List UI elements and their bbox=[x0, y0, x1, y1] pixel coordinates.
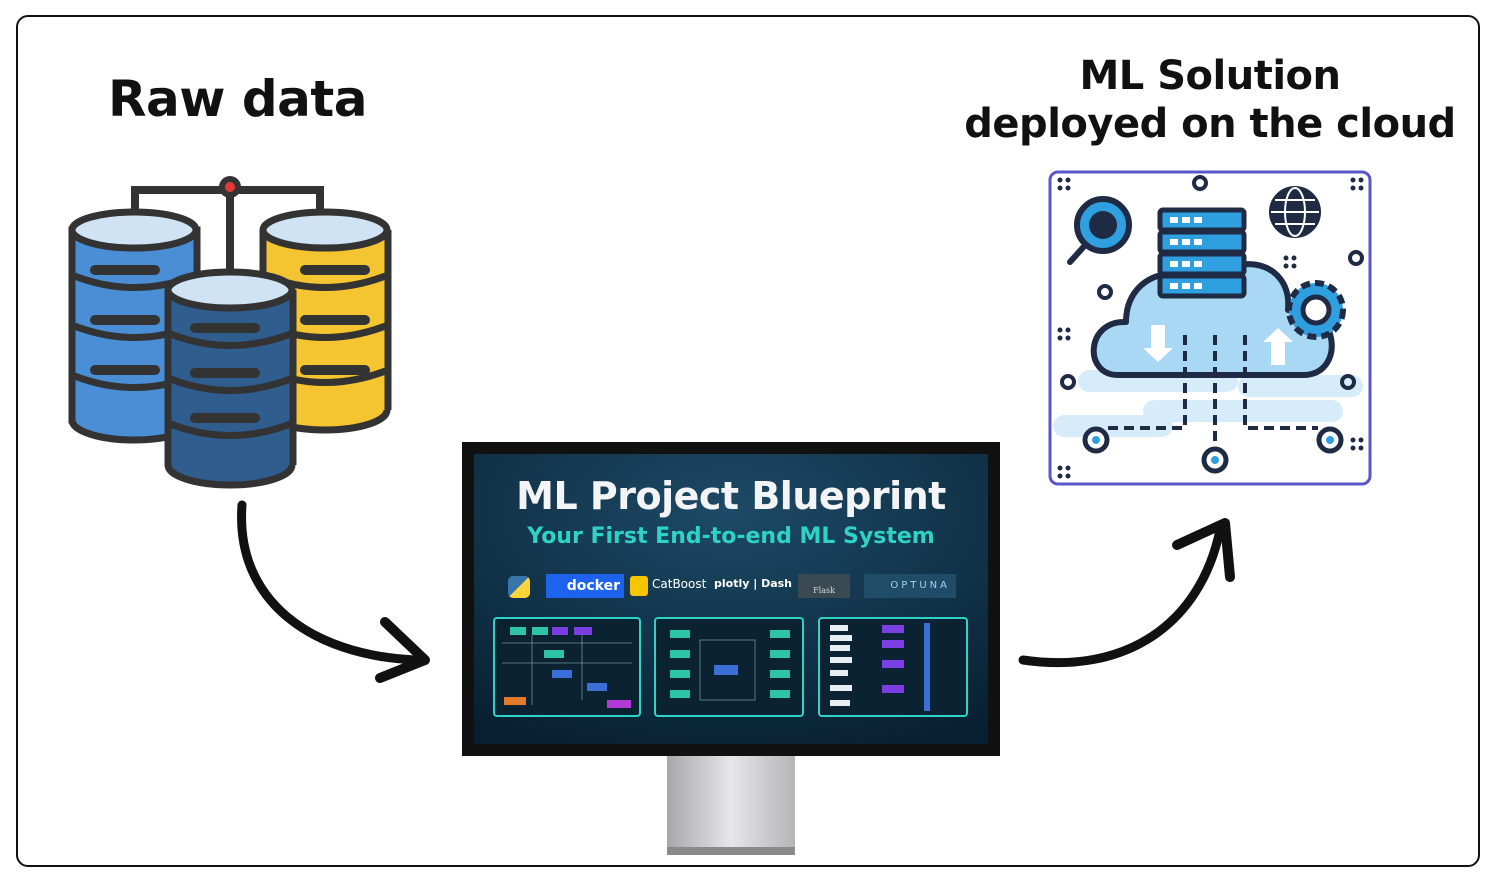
cloud-server-icon bbox=[1048, 170, 1372, 486]
raw-data-title: Raw data bbox=[108, 70, 368, 128]
flask-logo: Flask bbox=[798, 574, 850, 598]
gear-icon bbox=[1286, 280, 1346, 340]
globe-icon bbox=[1269, 186, 1321, 238]
catboost-logo: CatBoost bbox=[652, 577, 707, 591]
solution-title-line1: ML Solution bbox=[1079, 53, 1341, 99]
curved-arrow-icon bbox=[237, 500, 430, 683]
catboost-logo-mark bbox=[630, 576, 648, 596]
logo-strip: docker CatBoost plotly | Dash Flask OPTU… bbox=[508, 574, 958, 600]
magnifier-icon bbox=[1067, 196, 1132, 265]
arrow-up-icon bbox=[1263, 328, 1293, 365]
solution-title-line2: deployed on the cloud bbox=[964, 101, 1456, 147]
python-logo bbox=[508, 576, 530, 598]
diagram-frame bbox=[16, 15, 1480, 867]
database-icon bbox=[68, 176, 392, 489]
screen-subtitle: Your First End-to-end ML System bbox=[527, 524, 935, 549]
arrow-down-icon bbox=[1143, 325, 1173, 362]
optuna-logo: OPTUNA bbox=[864, 574, 956, 598]
blueprint-thumbnails bbox=[493, 617, 968, 717]
docker-logo: docker bbox=[546, 574, 624, 598]
solution-title: ML Solution deployed on the cloud bbox=[960, 52, 1460, 148]
screen-title: ML Project Blueprint bbox=[516, 474, 946, 518]
curved-arrow-icon bbox=[1018, 518, 1235, 668]
plotly-logo: plotly | Dash bbox=[714, 577, 793, 590]
